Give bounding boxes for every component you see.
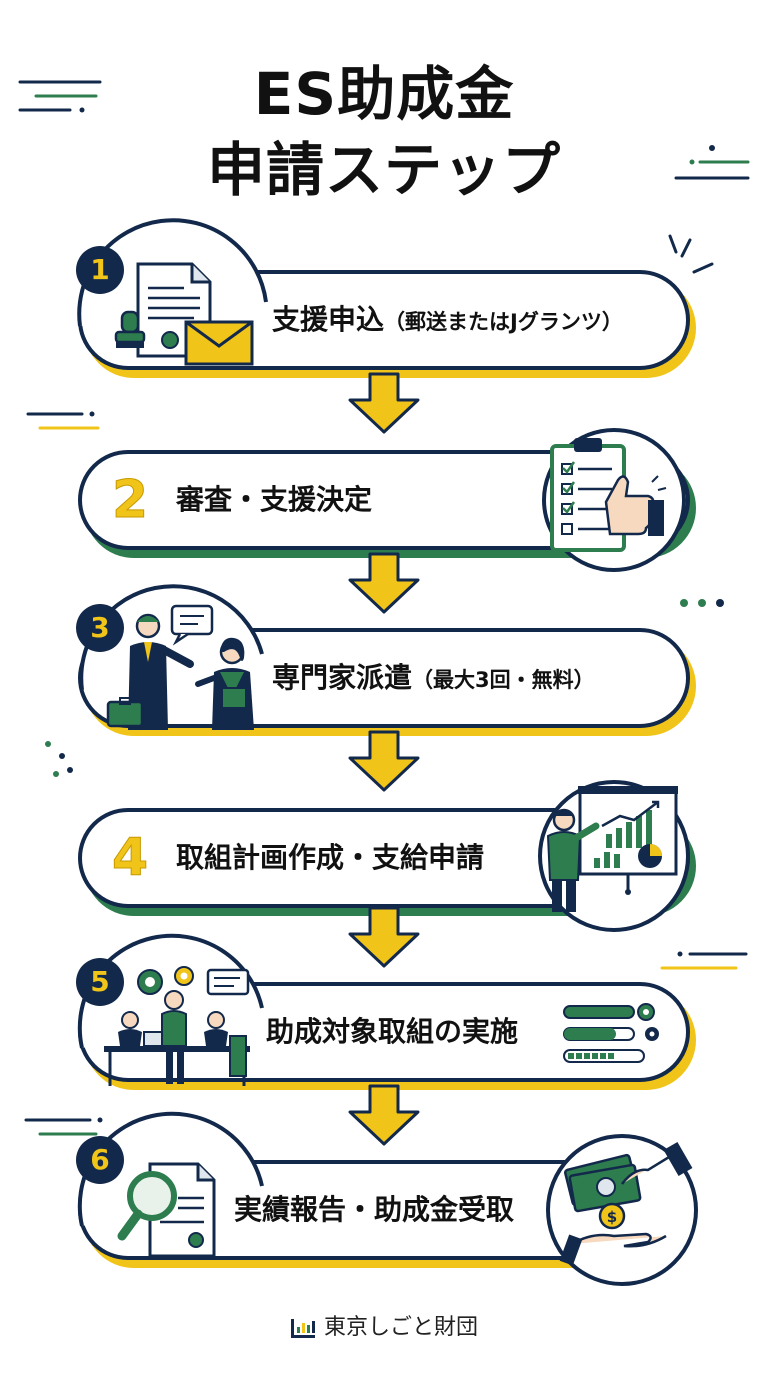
- arrow-down-icon: [348, 730, 420, 792]
- svg-text:$: $: [607, 1208, 617, 1226]
- step-3-circle-bg: [79, 584, 264, 691]
- page-title: ES助成金 申請ステップ: [0, 56, 768, 208]
- step-6-label: 実績報告・助成金受取: [234, 1192, 514, 1228]
- step-4-number: 4: [111, 828, 149, 889]
- step-2-number: 2: [111, 470, 149, 531]
- title-line-2: 申請ステップ: [206, 136, 561, 204]
- progress-bars-gears-icon: [563, 1003, 659, 1063]
- step-6: 6 実績報告・助成金受取 $: [0, 1111, 768, 1290]
- step-1-label: 支援申込（郵送またはJグランツ）: [272, 302, 623, 340]
- step-5-label: 助成対象取組の実施: [266, 1014, 518, 1050]
- step-3-label-text: 専門家派遣: [272, 661, 413, 694]
- team-working-icon: [104, 966, 250, 1086]
- step-3-label: 専門家派遣（最大3回・無料）: [272, 660, 595, 698]
- arrow-down-icon: [348, 552, 420, 614]
- step-3-number: 3: [76, 604, 124, 652]
- step-5-number: 5: [76, 958, 124, 1006]
- document-stamp-envelope-icon: [114, 262, 254, 366]
- checklist-thumbs-up-icon: [550, 438, 667, 552]
- step-1-note: （郵送またはJグランツ）: [384, 310, 623, 334]
- step-5: 5 助成対象取組の実施: [0, 933, 768, 1112]
- step-4-label: 取組計画作成・支給申請: [176, 840, 484, 876]
- step-3-note: （最大3回・無料）: [412, 668, 595, 692]
- step-5-label-text: 助成対象取組の実施: [266, 1015, 519, 1048]
- footer: 東京しごと財団: [0, 1312, 768, 1349]
- step-1-label-text: 支援申込: [272, 303, 385, 336]
- document-magnifier-icon: [117, 1162, 216, 1258]
- arrow-down-icon: [348, 372, 420, 434]
- money-handover-icon: $: [559, 1142, 693, 1266]
- step-4: 4 取組計画作成・支給申請: [0, 778, 768, 938]
- step-6-label-text: 実績報告・助成金受取: [234, 1193, 515, 1226]
- bar-chart-logo-icon: [290, 1319, 315, 1338]
- step-1-number: 1: [76, 246, 124, 294]
- consultant-meeting-icon: [106, 604, 254, 730]
- step-2-label: 審査・支援決定: [176, 482, 372, 518]
- presentation-chart-icon: [546, 786, 678, 912]
- step-3: 3 専門家派遣（最大3回・無料）: [0, 584, 768, 758]
- step-6-number: 6: [76, 1136, 124, 1184]
- arrow-down-icon: [348, 1084, 420, 1146]
- step-2-label-text: 審査・支援決定: [176, 483, 373, 516]
- footer-organization: 東京しごと財団: [290, 1312, 478, 1344]
- step-4-label-text: 取組計画作成・支給申請: [176, 841, 485, 874]
- step-2: 2 審査・支援決定: [0, 420, 768, 580]
- step-1: 1 支援申込（郵送またはJグランツ）: [0, 218, 768, 390]
- title-line-1: ES助成金: [253, 60, 515, 128]
- footer-organization-text: 東京しごと財団: [323, 1315, 478, 1340]
- arrow-down-icon: [348, 906, 420, 968]
